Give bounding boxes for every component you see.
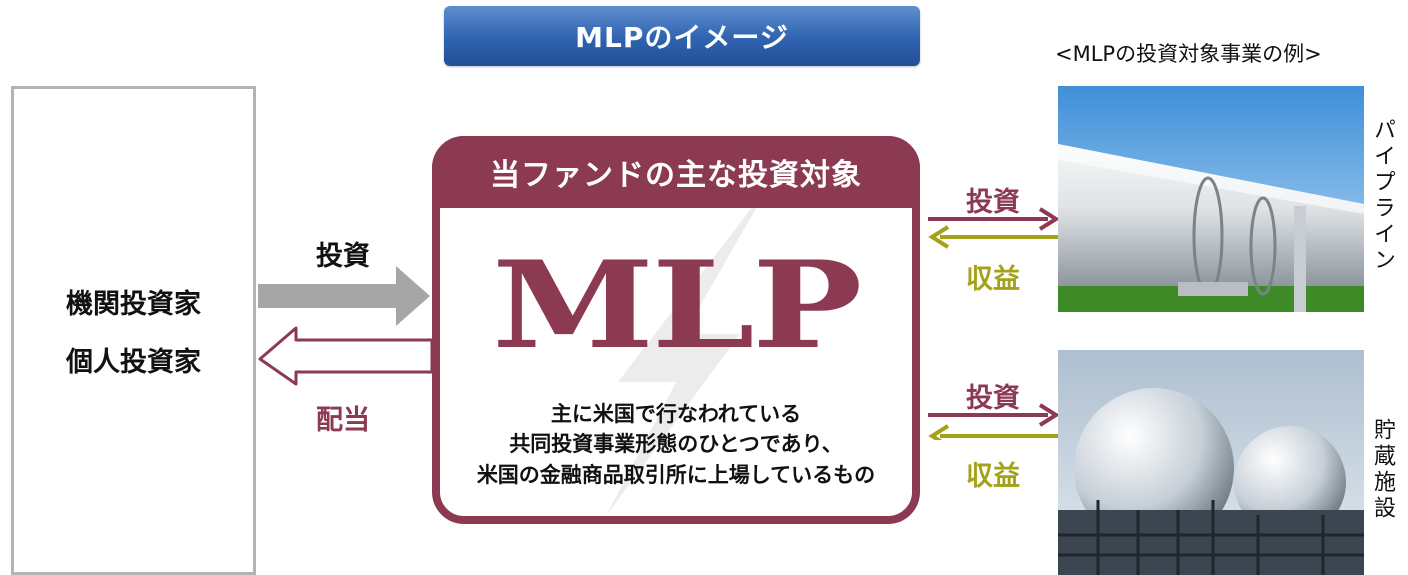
examples-caption: <MLPの投資対象事業の例> [1055, 42, 1322, 66]
dividend-arrow [258, 326, 434, 386]
right-bottom-return-label: 収益 [966, 461, 1020, 492]
mlp-header-text: 当ファンドの主な投資対象 [490, 158, 862, 193]
invest-arrow [258, 266, 430, 326]
mlp-logo: MLP [492, 235, 862, 376]
storage-tank-photo [1058, 350, 1364, 575]
pipeline-photo [1058, 86, 1364, 312]
right-bottom-invest-label: 投資 [966, 383, 1020, 414]
title-text: MLPのイメージ [575, 21, 789, 54]
title-banner: MLPのイメージ [444, 6, 920, 66]
investor-box [11, 86, 256, 575]
mlp-description-line: 主に米国で行なわれている [550, 402, 802, 426]
left-invest-label: 投資 [316, 241, 370, 272]
mlp-box-header: 当ファンドの主な投資対象 [432, 136, 920, 208]
left-flow-arrows [258, 266, 434, 386]
right-flow-arrows [928, 207, 1060, 440]
right-top-return-label: 収益 [966, 264, 1020, 295]
left-dividend-label: 配当 [316, 405, 370, 436]
investor-individual: 個人投資家 [66, 347, 201, 378]
investor-institutional: 機関投資家 [66, 289, 201, 320]
mlp-description-line: 共同投資事業形態のひとつであり、 [509, 432, 843, 456]
right-top-invest-label: 投資 [966, 187, 1020, 218]
storage-facility-label: 貯蔵施設 [1370, 418, 1395, 522]
mlp-description-line: 米国の金融商品取引所に上場しているもの [476, 463, 876, 487]
background-lightning-icon [606, 184, 770, 516]
pipeline-label: パイプライン [1370, 118, 1395, 274]
